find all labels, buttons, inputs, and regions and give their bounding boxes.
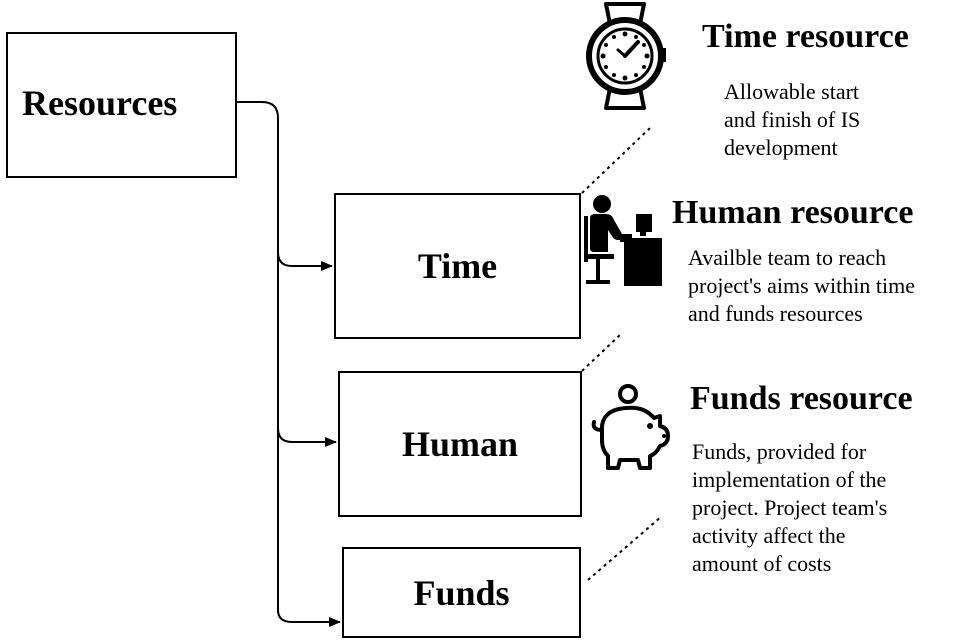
description-line: activity affect the xyxy=(692,523,846,548)
description-line: project. Project team's xyxy=(692,495,888,520)
description-line: Availble team to reach xyxy=(688,245,887,270)
description-line: implementation of the xyxy=(692,467,887,492)
description-line: Allowable start xyxy=(724,79,860,104)
description-line: amount of costs xyxy=(692,551,832,576)
worker-icon xyxy=(584,195,662,286)
node-time: Time xyxy=(334,193,581,339)
description-line: development xyxy=(724,135,838,160)
node-time-label: Time xyxy=(417,246,498,286)
arrow-to-time xyxy=(277,251,333,271)
time-resource-description: Allowable start and finish of IS develop… xyxy=(724,78,860,162)
node-funds: Funds xyxy=(342,547,581,638)
funds-resource-description: Funds, provided for implementation of th… xyxy=(692,438,887,578)
node-resources: Resources xyxy=(6,32,237,178)
human-resource-description: Availble team to reach project's aims wi… xyxy=(688,244,915,328)
leader-funds xyxy=(587,515,663,581)
leader-time xyxy=(581,127,651,194)
description-line: and finish of IS xyxy=(724,107,861,132)
node-funds-label: Funds xyxy=(413,572,510,613)
description-line: project's aims within time xyxy=(688,273,915,298)
watch-icon xyxy=(586,2,666,110)
funds-resource-title: Funds resource xyxy=(690,380,913,417)
time-resource-title: Time resource xyxy=(702,18,909,55)
node-resources-label: Resources xyxy=(22,83,178,123)
piggy-bank-icon xyxy=(591,384,670,470)
arrow-to-human xyxy=(277,427,337,447)
node-human-label: Human xyxy=(401,424,519,464)
description-line: and funds resources xyxy=(688,301,863,326)
description-line: Funds, provided for xyxy=(692,439,867,464)
node-human: Human xyxy=(338,371,582,517)
connector-resources-trunk xyxy=(237,101,293,623)
leader-human xyxy=(581,332,623,372)
human-resource-title: Human resource xyxy=(672,194,914,231)
